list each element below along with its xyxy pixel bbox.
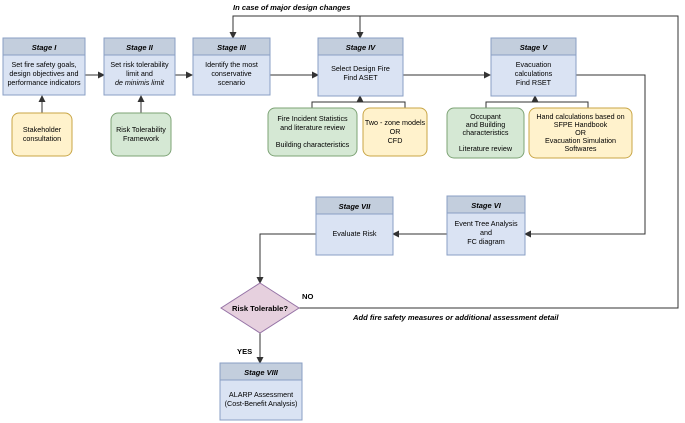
stage-ii-line1: Set risk tolerability	[110, 60, 169, 69]
input-stakeholder-line1: Stakeholder	[23, 125, 62, 134]
annotation-add-measures: Add fire safety measures or additional a…	[352, 313, 559, 322]
stage-i-line3: performance indicators	[7, 78, 81, 87]
input-fire-stats-line2: and literature review	[280, 123, 346, 132]
input-occupant-line5: Literature review	[459, 144, 513, 153]
input-stakeholder-line2: consultation	[23, 134, 61, 143]
input-zone-models: Two - zone models OR CFD	[362, 107, 428, 157]
stage-vi: Stage VI Event Tree Analysis and FC diag…	[446, 195, 526, 256]
input-fire-stats-line3: Building characteristics	[276, 140, 350, 149]
input-occupant-line3: characteristics	[463, 128, 509, 137]
arrow-no-loop	[229, 15, 679, 309]
stage-iv-line1: Select Design Fire	[331, 64, 390, 73]
stage-iv-title: Stage IV	[346, 43, 377, 52]
stage-i-title: Stage I	[32, 43, 58, 52]
arrow-inputs-stage4	[311, 96, 406, 108]
stage-i-line2: design objectives and	[9, 69, 78, 78]
stage-ii: Stage II Set risk tolerability limit and…	[103, 37, 176, 96]
stage-iii-line1: Identify the most	[205, 60, 258, 69]
input-occupant: Occupant and Building characteristics Li…	[446, 107, 525, 159]
stage-v-line2: calculations	[515, 69, 553, 78]
stage-viii-line2: (Cost-Benefit Analysis)	[225, 399, 298, 408]
stage-i: Stage I Set fire safety goals, design ob…	[2, 37, 86, 96]
stage-v-title: Stage V	[520, 43, 549, 52]
stage-ii-title: Stage II	[126, 43, 154, 52]
stage-iv-line2: Find ASET	[343, 73, 378, 82]
input-hand-calc: Hand calculations based on SFPE Handbook…	[528, 107, 633, 159]
stage-viii-line1: ALARP Assessment	[229, 390, 293, 399]
input-hand-calc-line5: Softwares	[565, 144, 597, 153]
stage-vii: Stage VII Evaluate Risk	[315, 196, 394, 256]
input-zone-line1: Two - zone models	[365, 118, 426, 127]
stage-v-line3: Find RSET	[516, 78, 552, 87]
stage-iii-title: Stage III	[217, 43, 247, 52]
input-stakeholder: Stakeholder consultation	[11, 112, 73, 157]
arrow-stage7-decision	[256, 233, 316, 284]
decision-risk-tolerable: Risk Tolerable?	[220, 282, 300, 334]
input-hand-calc-line3: OR	[575, 128, 586, 137]
input-framework-line2: Framework	[123, 134, 159, 143]
stage-vi-line1: Event Tree Analysis	[454, 219, 518, 228]
stage-vii-title: Stage VII	[339, 202, 372, 211]
stage-vi-line3: FC diagram	[467, 237, 505, 246]
input-framework-line1: Risk Tolerability	[116, 125, 166, 134]
connectors	[38, 15, 679, 364]
arrow-inputs-stage5	[485, 96, 589, 108]
input-risk-framework: Risk Tolerability Framework	[110, 112, 172, 157]
input-hand-calc-line4: Evacuation Simulation	[545, 136, 616, 145]
decision-yes-label: YES	[237, 347, 252, 356]
stage-v: Stage V Evacuation calculations Find RSE…	[490, 37, 577, 97]
annotation-design-changes: In case of major design changes	[233, 3, 350, 12]
decision-label: Risk Tolerable?	[232, 304, 288, 313]
stage-iii-line2: conservative	[211, 69, 251, 78]
input-occupant-line1: Occupant	[470, 112, 501, 121]
stage-v-line1: Evacuation	[516, 60, 552, 69]
stage-viii: Stage VIII ALARP Assessment (Cost-Benefi…	[219, 362, 303, 421]
input-zone-line2: OR	[390, 127, 401, 136]
stage-i-line1: Set fire safety goals,	[11, 60, 76, 69]
stage-viii-title: Stage VIII	[244, 368, 279, 377]
input-fire-stats: Fire Incident Statistics and literature …	[267, 107, 358, 157]
input-hand-calc-line2: SFPE Handbook	[554, 120, 608, 129]
decision-no-label: NO	[302, 292, 313, 301]
input-fire-stats-line1: Fire Incident Statistics	[277, 114, 348, 123]
input-zone-line3: CFD	[388, 136, 403, 145]
input-hand-calc-line1: Hand calculations based on	[536, 112, 624, 121]
stage-vi-line2: and	[480, 228, 492, 237]
stage-iv: Stage IV Select Design Fire Find ASET	[317, 37, 404, 97]
input-occupant-line2: and Building	[466, 120, 506, 129]
stage-ii-line3: de minimis limit	[115, 78, 165, 87]
stage-ii-line2: limit and	[126, 69, 153, 78]
stage-iii-line3: scenario	[218, 78, 245, 87]
arrow-stage5-stage6	[524, 74, 646, 238]
stage-vi-title: Stage VI	[471, 201, 502, 210]
stage-vii-line1: Evaluate Risk	[333, 229, 377, 238]
stage-iii: Stage III Identify the most conservative…	[192, 37, 271, 96]
